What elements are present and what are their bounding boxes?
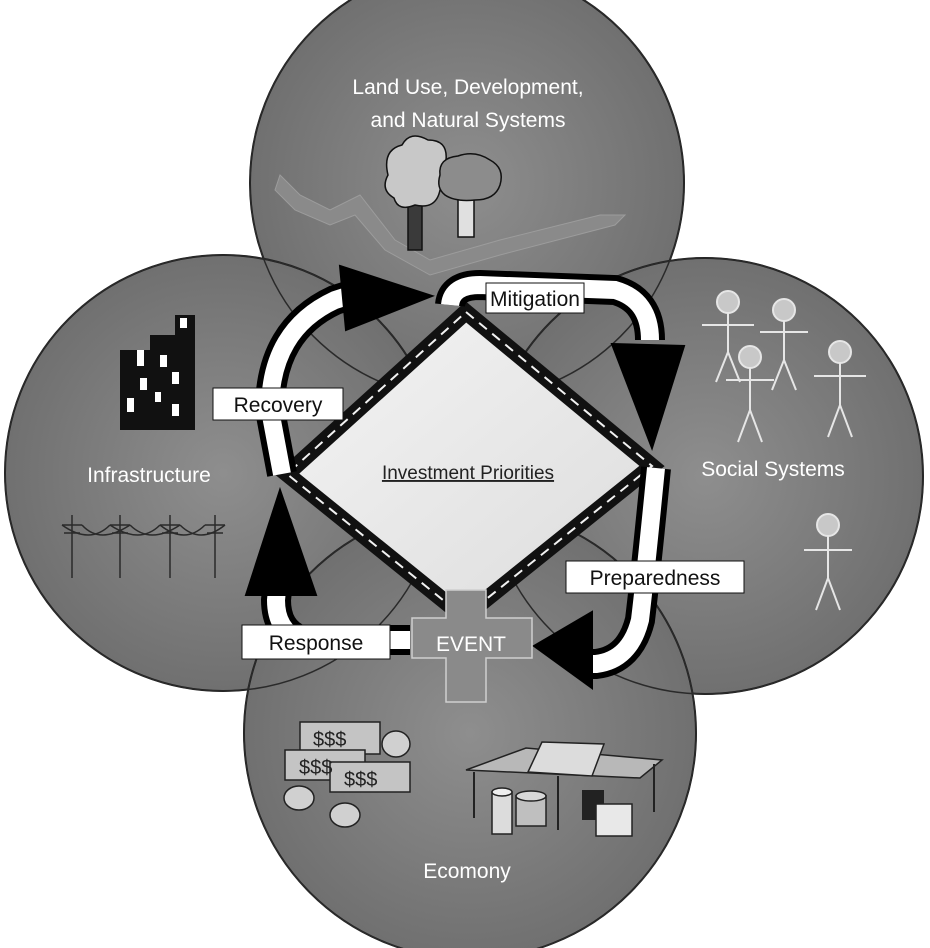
money-label: $$$ <box>344 769 377 791</box>
building-icon <box>120 315 195 430</box>
arrowhead <box>532 610 593 690</box>
mitigation-label: Mitigation <box>490 288 580 311</box>
label-mitigation: Mitigation <box>485 282 585 314</box>
arrowhead <box>610 342 686 452</box>
market-stall-icon <box>465 741 664 837</box>
land-use-label-line2: and Natural Systems <box>371 109 566 132</box>
event-cross <box>411 589 533 703</box>
people-icon <box>702 290 866 611</box>
arrowhead <box>244 486 318 596</box>
landscape-sketch <box>274 174 627 276</box>
tree-icon <box>384 135 451 251</box>
power-lines-icon <box>61 515 226 578</box>
tree-icon <box>438 153 502 238</box>
label-response: Response <box>241 624 391 660</box>
arrowhead <box>338 264 435 332</box>
event-label: EVENT <box>436 633 506 656</box>
infrastructure-label: Infrastructure <box>87 464 211 487</box>
label-recovery: Recovery <box>212 387 344 421</box>
label-preparedness: Preparedness <box>565 560 745 594</box>
recovery-label: Recovery <box>234 394 323 417</box>
money-label: $$$ <box>299 757 332 779</box>
money-label: $$$ <box>313 729 346 751</box>
land-use-label-line1: Land Use, Development, <box>352 76 583 99</box>
money-icon: $$$ $$$ $$$ <box>283 721 411 828</box>
investment-priorities-label: Investment Priorities <box>382 463 554 484</box>
economy-label: Ecomony <box>423 860 511 883</box>
response-label: Response <box>269 632 364 655</box>
cycle-arrows <box>244 264 686 690</box>
social-systems-label: Social Systems <box>701 458 845 481</box>
preparedness-label: Preparedness <box>590 567 721 590</box>
